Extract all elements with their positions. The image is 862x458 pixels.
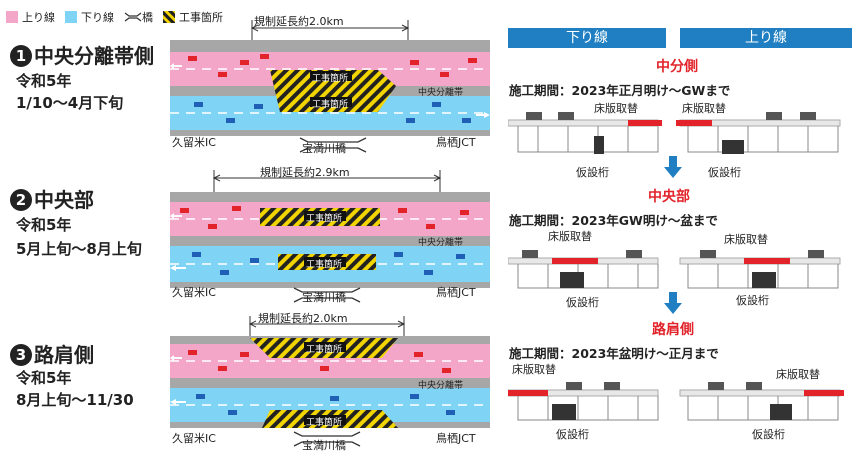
regulation-length: 規制延長約2.9km bbox=[260, 166, 350, 179]
median-label: 中央分離帯 bbox=[418, 238, 464, 248]
road-diagram-1 bbox=[170, 20, 490, 153]
legend-bridge: 橋 bbox=[124, 9, 153, 25]
cross-section-1 bbox=[508, 112, 841, 154]
bridge-symbol-icon bbox=[124, 12, 142, 22]
pink-square-icon bbox=[6, 11, 18, 23]
road-diagram-2 bbox=[170, 170, 490, 303]
work-label: 工事箇所 bbox=[306, 345, 343, 355]
temp-girder-label: 仮設桁 bbox=[556, 428, 589, 441]
slab-replace-label: 床版取替 bbox=[594, 102, 638, 115]
phase-3-era: 令和5年 bbox=[16, 369, 72, 387]
header-up-line: 上り線 bbox=[680, 28, 852, 48]
phase-title-text: 中央部 bbox=[34, 188, 94, 212]
left-ic-label: 久留米IC bbox=[172, 432, 216, 445]
phase-title-text: 中央分離帯側 bbox=[34, 44, 154, 68]
left-ic-label: 久留米IC bbox=[172, 136, 216, 149]
section-2-period: 施工期間：2023年GW明け〜盆まで bbox=[509, 213, 718, 228]
section-3-period: 施工期間：2023年盆明け〜正月まで bbox=[509, 346, 719, 361]
legend-label: 工事箇所 bbox=[179, 11, 223, 24]
phase-2-dates: 5月上旬〜8月上旬 bbox=[16, 240, 142, 258]
legend-work: 工事箇所 bbox=[163, 9, 223, 25]
legend: 上り線 下り線 橋 工事箇所 bbox=[6, 9, 233, 25]
phase-1-dates: 1/10〜4月下旬 bbox=[16, 94, 124, 112]
blue-square-icon bbox=[65, 11, 77, 23]
number-badge: 3 bbox=[10, 344, 32, 366]
slab-replace-label: 床版取替 bbox=[682, 102, 726, 115]
regulation-length: 規制延長約2.0km bbox=[258, 312, 348, 325]
right-ic-label: 鳥栖JCT bbox=[436, 286, 476, 299]
temp-girder-label: 仮設桁 bbox=[566, 296, 599, 309]
temp-girder-label: 仮設桁 bbox=[576, 166, 609, 179]
bridge-label: 宝満川橋 bbox=[302, 439, 346, 452]
header-down-line: 下り線 bbox=[508, 28, 666, 48]
slab-replace-label: 床版取替 bbox=[548, 230, 592, 243]
regulation-length: 規制延長約2.0km bbox=[254, 15, 344, 28]
section-1-period: 施工期間：2023年正月明け〜GWまで bbox=[509, 83, 731, 98]
cross-section-3 bbox=[508, 382, 844, 421]
legend-label: 下り線 bbox=[81, 11, 114, 24]
road-diagram-3 bbox=[170, 316, 490, 447]
section-2-name: 中央部 bbox=[648, 189, 690, 205]
phase-3-dates: 8月上旬〜11/30 bbox=[16, 391, 134, 409]
legend-up-line: 上り線 bbox=[6, 9, 55, 25]
work-label: 工事箇所 bbox=[306, 260, 343, 270]
right-ic-label: 鳥栖JCT bbox=[436, 432, 476, 445]
work-label: 工事箇所 bbox=[306, 214, 343, 224]
arrow-down-icon bbox=[664, 292, 682, 314]
phase-title-text: 路肩側 bbox=[34, 343, 94, 367]
median-label: 中央分離帯 bbox=[418, 381, 464, 391]
hazard-stripes-icon bbox=[163, 11, 175, 23]
phase-2-era: 令和5年 bbox=[16, 216, 72, 234]
number-badge: 1 bbox=[10, 45, 32, 67]
arrow-down-icon bbox=[664, 156, 682, 178]
section-3-name: 路肩側 bbox=[652, 322, 694, 338]
work-label: 工事箇所 bbox=[306, 418, 343, 428]
slab-replace-label: 床版取替 bbox=[512, 363, 556, 376]
work-label: 工事箇所 bbox=[312, 74, 349, 84]
work-label: 工事箇所 bbox=[312, 100, 349, 110]
left-ic-label: 久留米IC bbox=[172, 286, 216, 299]
slab-replace-label: 床版取替 bbox=[776, 368, 820, 381]
legend-down-line: 下り線 bbox=[65, 9, 114, 25]
median-label: 中央分離帯 bbox=[418, 88, 464, 98]
right-ic-label: 鳥栖JCT bbox=[436, 136, 476, 149]
legend-label: 橋 bbox=[142, 11, 153, 24]
number-badge: 2 bbox=[10, 189, 32, 211]
temp-girder-label: 仮設桁 bbox=[736, 294, 769, 307]
temp-girder-label: 仮設桁 bbox=[752, 428, 785, 441]
slab-replace-label: 床版取替 bbox=[724, 233, 768, 246]
section-1-name: 中分側 bbox=[656, 59, 698, 75]
temp-girder-label: 仮設桁 bbox=[708, 166, 741, 179]
legend-label: 上り線 bbox=[22, 11, 55, 24]
bridge-label: 宝満川橋 bbox=[302, 142, 346, 155]
cross-section-2 bbox=[508, 250, 841, 289]
bridge-label: 宝満川橋 bbox=[302, 291, 346, 304]
phase-1-era: 令和5年 bbox=[16, 72, 72, 90]
